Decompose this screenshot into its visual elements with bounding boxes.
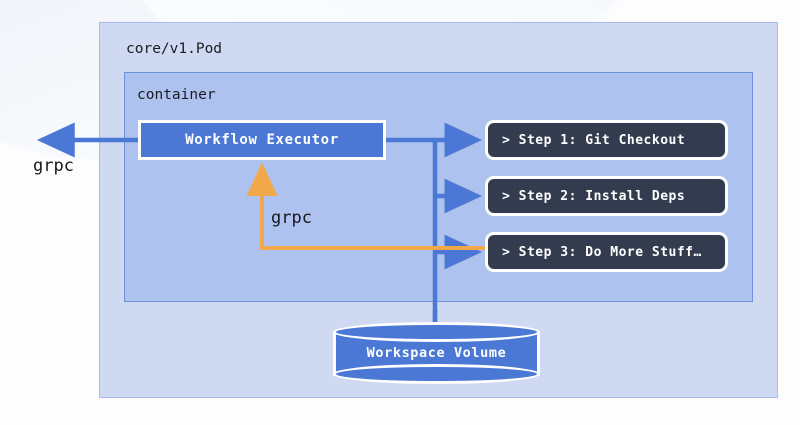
step-node-1[interactable]: > Step 1: Git Checkout (485, 120, 728, 160)
edge-label-internal-grpc: grpc (271, 208, 312, 228)
workspace-volume-label: Workspace Volume (366, 345, 507, 361)
workflow-executor-node[interactable]: Workflow Executor (138, 120, 386, 160)
step-node-2[interactable]: > Step 2: Install Deps (485, 176, 728, 216)
step-label-3: > Step 3: Do More Stuff… (502, 244, 702, 260)
step-node-3[interactable]: > Step 3: Do More Stuff… (485, 232, 728, 272)
step-label-1: > Step 1: Git Checkout (502, 132, 686, 148)
cylinder-top-ellipse (333, 322, 540, 342)
workflow-executor-label: Workflow Executor (185, 132, 339, 148)
cylinder-bottom-ellipse (333, 364, 540, 384)
edge-label-external-grpc: grpc (33, 156, 74, 176)
container-label: container (137, 87, 216, 103)
pod-label: core/v1.Pod (126, 41, 223, 57)
workspace-volume-node[interactable]: Workspace Volume (333, 322, 540, 384)
step-label-2: > Step 2: Install Deps (502, 188, 686, 204)
